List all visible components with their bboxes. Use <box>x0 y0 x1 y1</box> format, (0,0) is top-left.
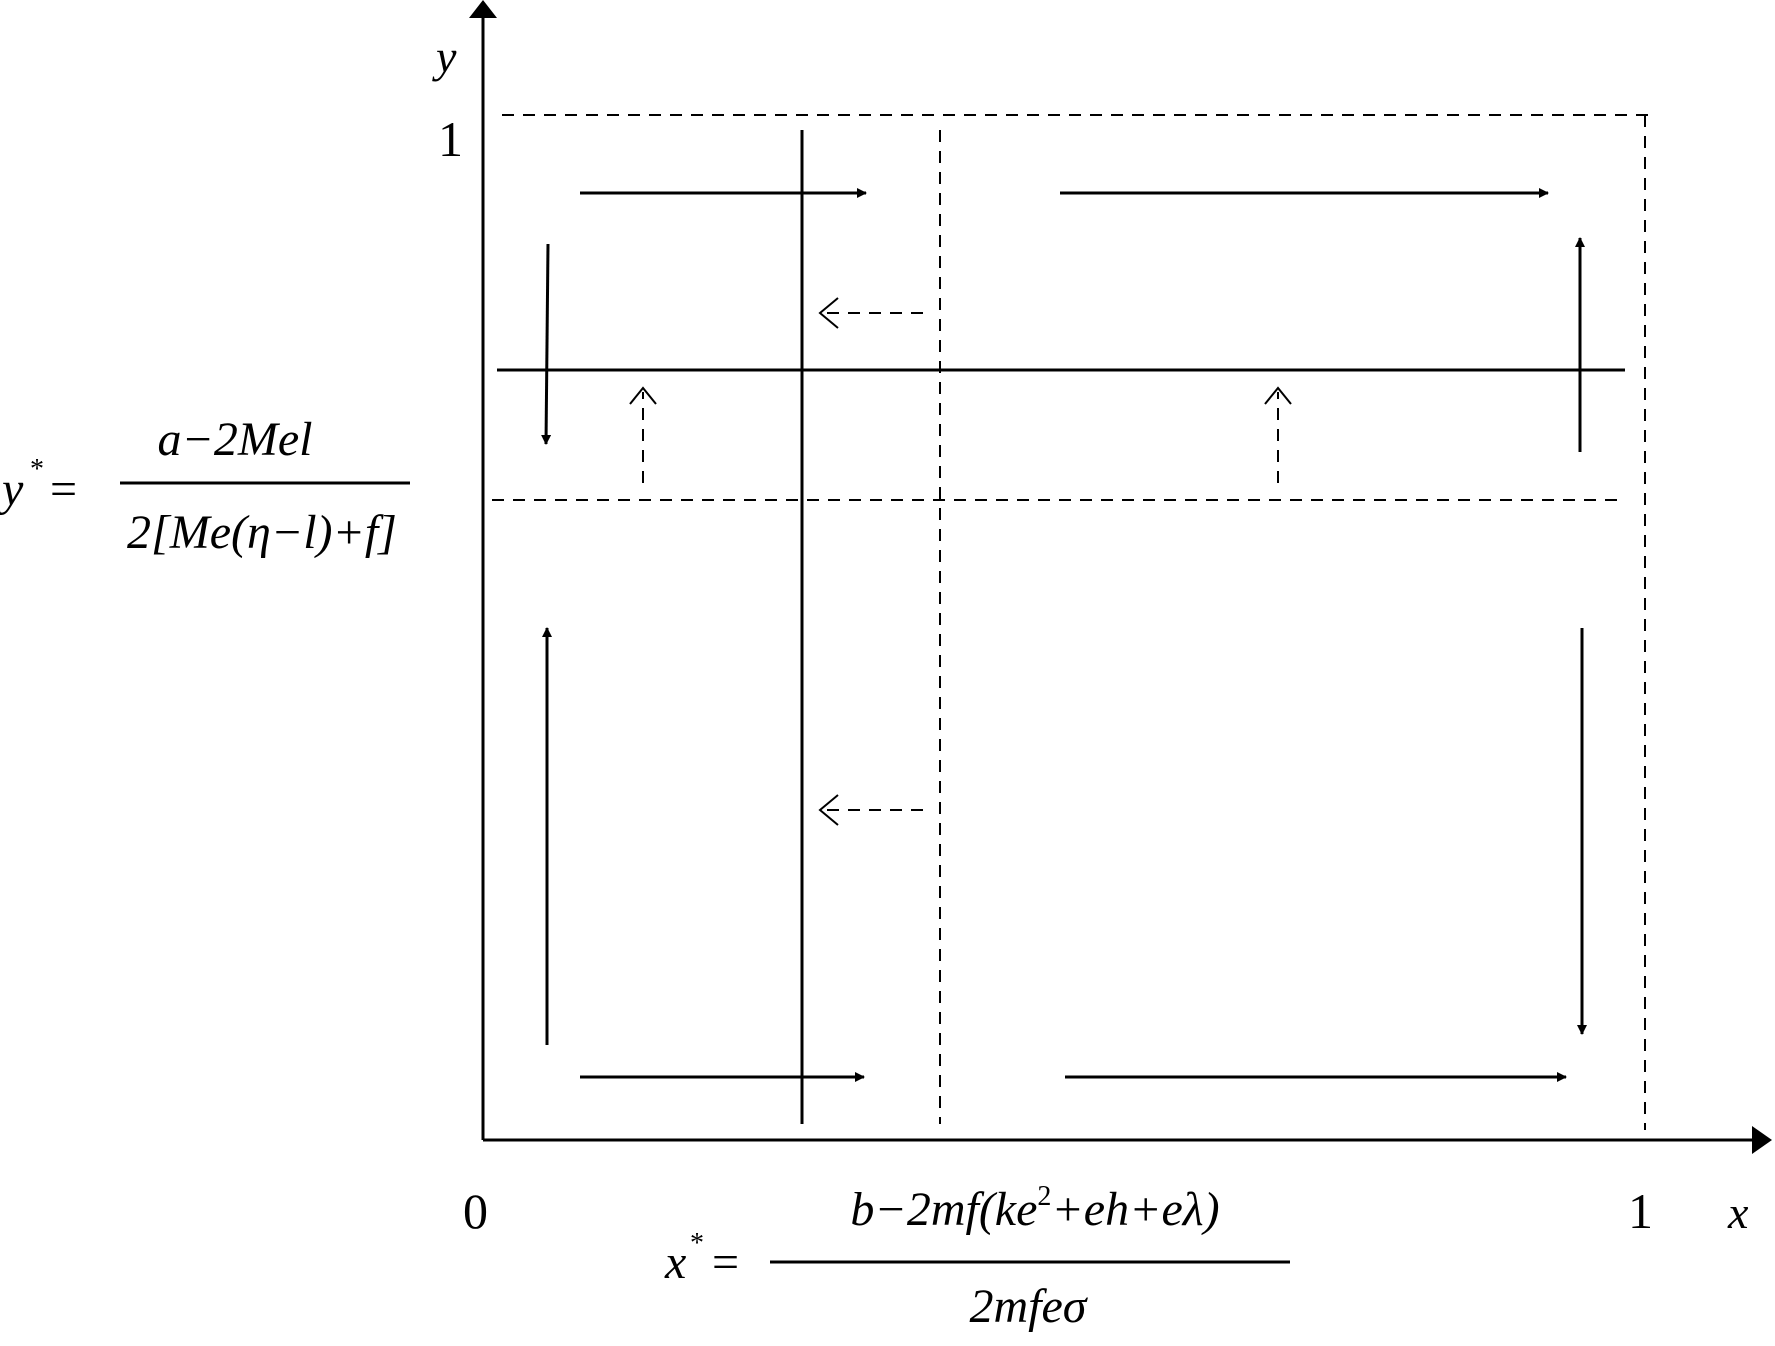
dashed-arrow-up-right <box>1264 386 1292 483</box>
axes <box>469 0 1772 1154</box>
x-star-numerator-main: b−2mf(ke <box>850 1183 1037 1236</box>
y-star-formula: y * = a−2Mel 2[Me(η−l)+f] <box>0 413 410 559</box>
y-star-equals: = <box>50 463 77 516</box>
threshold-lines <box>492 130 1625 1124</box>
x-star-denominator: 2mfeσ <box>970 1280 1089 1333</box>
dashed-arrow-left-lower <box>818 794 923 826</box>
origin-label: 0 <box>463 1183 488 1239</box>
y-star-numerator: a−2Mel <box>157 413 312 466</box>
dashed-arrows <box>629 297 1292 826</box>
y-axis-label: y <box>432 31 457 82</box>
x-star-numerator-tail: +eh+eλ) <box>1051 1183 1219 1236</box>
x-star-symbol: x <box>664 1236 686 1289</box>
dashed-arrow-up-left <box>629 386 657 483</box>
dashed-arrow-left-upper <box>818 297 923 329</box>
y-star-symbol: y <box>0 463 24 516</box>
arrow-down-top-left <box>541 243 552 445</box>
y-axis-arrowhead <box>469 0 497 18</box>
x-axis-label: x <box>1727 1187 1749 1238</box>
y-star-superscript: * <box>30 454 44 485</box>
x-star-formula: x * = b−2mf(ke2+eh+eλ) 2mfeσ <box>664 1181 1290 1333</box>
y-max-label: 1 <box>438 111 463 167</box>
solid-arrows <box>541 188 1587 1082</box>
x-star-superscript: * <box>690 1228 704 1259</box>
boundary-lines <box>502 114 1652 1130</box>
x-max-label: 1 <box>1628 1183 1653 1239</box>
x-axis-arrowhead <box>1752 1126 1772 1154</box>
x-star-equals: = <box>712 1236 739 1289</box>
x-star-numerator: b−2mf(ke2+eh+eλ) <box>850 1181 1219 1236</box>
x-star-numerator-sup: 2 <box>1037 1181 1051 1212</box>
y-star-denominator: 2[Me(η−l)+f] <box>127 506 397 559</box>
